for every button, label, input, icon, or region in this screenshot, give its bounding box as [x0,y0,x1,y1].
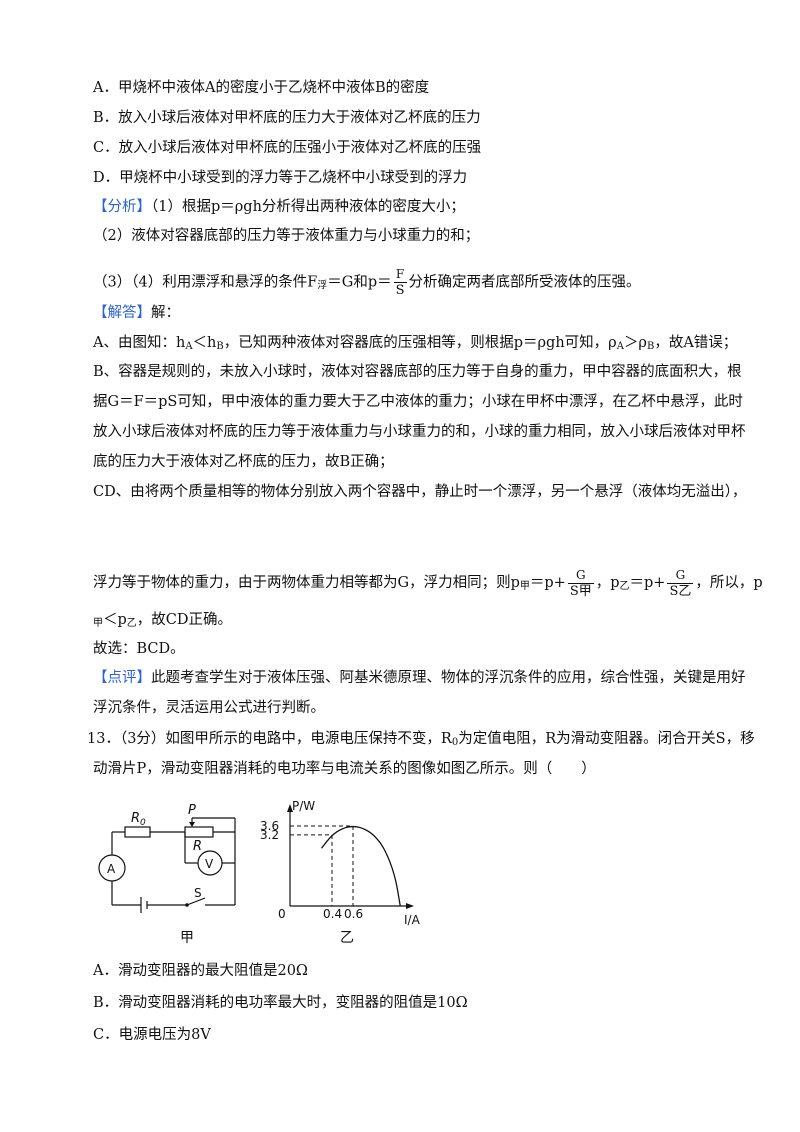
answer-a-line: A、由图知：hA＜hB，已知两种液体对容器底的压强相等，则根据p＝ρgh可知，ρ… [93,333,737,357]
cd-text-5: ，所以，p [695,575,763,591]
q13-text-1: （3分）如图甲所示的电路中，电源电压保持不变，R [119,731,452,747]
origin-label: 0 [278,907,286,921]
a-sub-2: B [216,341,224,352]
a-text-5: ，故A错误； [654,335,738,351]
option-a: A．甲烧杯中液体A的密度小于乙烧杯中液体B的密度 [93,80,430,96]
comment-text-1: 此题考查学生对于液体压强、阿基米德原理、物体的浮沉条件的应用，综合性强，关键是用… [151,670,746,686]
x-axis-label: I/A [404,913,421,927]
analysis-text-1: （1）根据p＝ρgh分析得出两种液体的密度大小； [151,199,465,215]
y-axis-label: P/W [292,799,315,813]
analysis-line-2: （2）液体对容器底部的压力等于液体重力与小球重力的和； [93,228,480,244]
fraction-denominator: S [395,283,405,298]
answer-choice: 故选：BCD。 [93,641,185,657]
a-text-3: ，已知两种液体对容器底的压强相等，则根据p＝ρgh可知，ρ [223,335,617,351]
option-b: B．放入小球后液体对甲杯底的压力大于液体对乙杯底的压力 [93,110,481,126]
power-curve [320,825,401,907]
answer-tag: 【解答】 [93,305,151,321]
cd-sub-2: 乙 [619,581,630,592]
answer-cd-line-3: 甲＜p乙，故CD正确。 [93,610,232,634]
a-label: A [107,862,116,876]
y-tick-label: 3.2 [260,828,279,842]
cd-sub-1: 甲 [519,581,530,592]
option-d: D．甲烧杯中小球受到的浮力等于乙烧杯中小球受到的浮力 [93,170,468,186]
p-label: P [188,803,196,818]
cd-text-1: 浮力等于物体的重力，由于两物体重力相等都为G，浮力相同；则p [93,575,520,591]
question-13-line-2: 动滑片P，滑动变阻器消耗的电功率与电流关系的图像如图乙所示。则（ ） [93,761,596,777]
question-13-line-1: 13．（3分）如图甲所示的电路中，电源电压保持不变，R0为定值电阻，R为滑动变阻… [87,729,755,753]
cd-text-3: ，p [595,575,620,591]
analysis-tag: 【分析】 [93,199,151,215]
analysis-text-3c: 分析确定两者底部所受液体的压强。 [408,274,641,291]
cd-sub-3: 甲 [93,618,103,629]
a-text-2: ＜h [192,335,217,351]
comment-tag: 【点评】 [93,670,151,686]
q13-text-2: 为定值电阻，R为滑动变阻器。闭合开关S，移 [458,731,755,747]
a-sub-3: A [616,341,624,352]
answer-b-line-4: 底的压力大于液体对乙杯底的压力，故B正确； [93,454,394,470]
cd-text-4: ＝p+ [629,575,666,591]
answer-intro: 解： [151,305,180,321]
x-tick-label: 0.4 [323,907,342,921]
analysis-text-3b: ＝G和p＝ [327,274,392,291]
rheostat-r [184,826,214,838]
comment-line-2: 浮沉条件，灵活运用公式进行判断。 [93,700,325,716]
answer-b-line-1: B、容器是规则的，未放入小球时，液体对容器底部的压力等于自身的重力，甲中容器的底… [93,364,742,380]
a-text-4: ＞ρ [623,335,647,351]
frac-den-2: S乙 [669,583,692,599]
fraction-numerator: F [393,266,407,283]
a-sub-4: B [646,341,655,352]
a-text-1: A、由图知：h [93,335,186,351]
cd-text-7: ，故CD正确。 [136,612,233,628]
q13-sub: 0 [451,737,459,748]
q13-option-a: A．滑动变阻器的最大阻值是20Ω [93,963,308,979]
a-sub-1: A [185,341,193,352]
option-c: C．放入小球后液体对甲杯底的压强小于液体对乙杯底的压强 [93,140,482,156]
switch-s [186,897,206,906]
analysis-line-1: 【分析】（1）根据p＝ρgh分析得出两种液体的密度大小； [93,197,465,217]
resistor-r0 [124,826,151,838]
analysis-text-3a: （3）（4）利用漂浮和悬浮的条件F [93,274,318,291]
answer-heading: 【解答】解： [93,303,180,323]
analysis-sub: 浮 [317,280,328,292]
comment-line-1: 【点评】此题考查学生对于液体压强、阿基米德原理、物体的浮沉条件的应用，综合性强，… [93,668,746,688]
q13-option-b: B．滑动变阻器消耗的电功率最大时，变阻器的阻值是10Ω [93,995,468,1011]
answer-b-line-3: 放入小球后液体对杯底的压力等于液体重力与小球重力的和，小球的重力相同，放入小球后… [93,424,746,440]
frac-den-1: S甲 [569,583,592,599]
y-tick-label: 3.6 [260,819,279,833]
cd-text-6: ＜p [103,612,127,628]
answer-b-line-2: 据G＝F＝pS可知，甲中液体的重力要大于乙中液体的重力；小球在甲杯中漂浮，在乙杯… [93,394,743,410]
cd-text-2: ＝p+ [529,575,566,591]
s-label: S [194,886,202,900]
question-number: 13． [87,731,120,747]
ammeter-icon [98,854,126,882]
r0-label: R0 [131,811,146,828]
circuit-diagram: R0 P R V A S 甲 [98,803,236,946]
answer-cd-line-1: CD、由将两个质量相等的物体分别放入两个容器中，静止时一个漂浮，另一个悬浮（液体… [93,484,747,500]
v-label: V [205,857,214,871]
q13-option-c: C．电源电压为8V [93,1027,211,1043]
frac-num-1: G [567,567,594,584]
chart-caption: 乙 [340,930,354,946]
r-label: R [193,839,202,854]
x-tick-label: 0.6 [344,907,363,921]
circuit-caption: 甲 [180,930,194,946]
cd-sub-4: 乙 [126,618,137,629]
voltmeter-icon [197,850,223,876]
frac-num-2: G [667,567,694,584]
